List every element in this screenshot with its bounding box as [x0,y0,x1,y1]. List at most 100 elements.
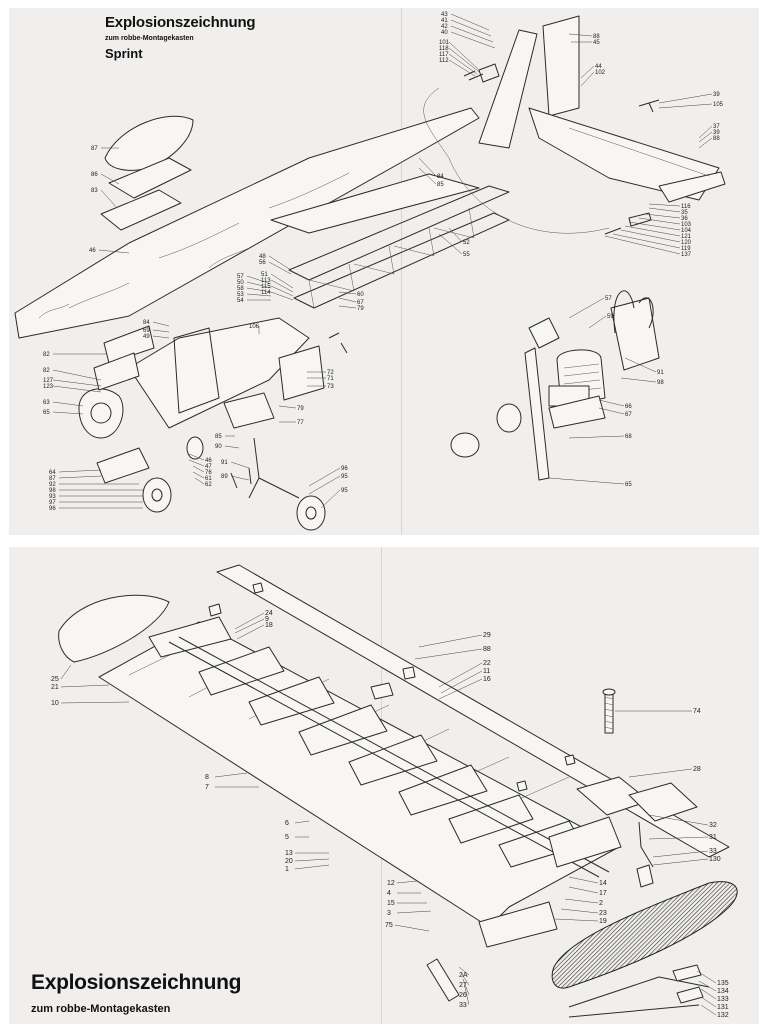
elevator [658,171,726,203]
drawing-title: Explosionszeichnung [105,14,256,31]
part-number-callout: 3 [387,910,391,917]
part-number-callout: 76 [205,470,212,476]
part-number-callout: 21 [51,684,59,691]
callout-leader-line [52,385,102,393]
callout-leader-line [580,71,595,87]
part-number-callout: 98 [657,380,664,386]
main-wheel [296,495,326,531]
glow-plug [528,317,560,349]
callout-leader-line [188,453,205,461]
callout-labels: 4341424010111811711288454410239105373988… [43,12,724,512]
callout-leader-line [194,477,205,485]
callout-leader-line [696,970,717,984]
clevis [672,964,702,982]
callout-leader-line [638,217,681,225]
callout-leader-line [294,858,330,862]
part-number-callout: 25 [51,676,59,683]
part-number-callout: 54 [237,298,244,304]
callout-leader-line [648,203,681,207]
pushrod-wire [423,87,610,234]
part-number-callout: 83 [91,188,98,194]
part-number-callout: 64 [49,470,56,476]
part-number-callout: 57 [237,274,244,280]
part-number-callout: 97 [49,500,56,506]
nose-wheel [142,477,172,513]
part-number-callout: 77 [297,420,304,426]
part-number-callout: 118 [439,46,449,52]
part-number-callout: 2A [459,972,468,979]
callout-leader-line [246,287,272,293]
part-number-callout: 89 [221,474,228,480]
part-number-callout: 127 [43,378,54,384]
callout-leader-line [58,469,102,473]
callout-leader-line [568,435,625,439]
part-number-callout: 79 [357,306,364,312]
callout-leader-line [652,850,709,858]
callout-leader-line [448,227,463,243]
callout-leader-line [448,41,480,71]
fuselage-doubler [103,325,155,364]
callout-leader-line [192,465,205,473]
callout-leader-line [448,47,480,73]
callout-leader-line [628,221,681,231]
part-number-callout: 4 [387,890,391,897]
wing-ribs [148,616,584,868]
part-number-callout: 57 [605,296,612,302]
callout-leader-line [554,918,599,922]
callout-leader-line [598,399,625,407]
callout-leader-line [448,53,478,75]
part-number-callout: 46 [205,458,212,464]
callout-leader-line [700,988,717,1000]
model-name: Sprint [105,46,143,61]
main-landing-gear [248,437,300,499]
part-number-callout: 33 [459,1002,467,1009]
callout-leader-line [152,335,170,339]
callout-leader-line [450,13,490,31]
part-number-callout: 17 [599,890,607,897]
part-number-callout: 52 [463,240,470,246]
callout-leader-line [152,329,170,333]
part-number-callout: 46 [89,248,96,254]
callout-leader-line [460,972,470,986]
part-number-callout: 50 [237,280,244,286]
fuselage-drawing: 4341424010111811711288454410239105373988… [14,12,726,531]
callout-leader-line [52,411,84,415]
callout-leader-line [294,820,310,824]
callout-leader-line [246,281,272,289]
paper-fold-line [401,8,402,535]
part-number-callout: 9 [265,616,269,623]
part-number-callout: 32 [709,822,717,829]
pushrod [568,976,710,1018]
part-number-callout: 1 [285,866,289,873]
callout-leader-line [270,279,294,293]
callout-leader-line [394,924,430,932]
callout-leader-line [624,225,681,237]
canopy-base [100,189,182,231]
part-number-callout: 69 [143,328,150,334]
callout-leader-line [648,836,709,840]
callout-leader-line [98,249,130,254]
fuel-tube [613,290,654,334]
part-number-callout: 8 [205,774,209,781]
callout-leader-line [700,996,717,1008]
rudder [542,15,580,117]
propeller [524,347,550,481]
callout-leader-line [644,213,681,219]
part-number-callout: 22 [483,660,491,667]
part-number-callout: 28 [693,766,701,773]
aileron [478,901,558,948]
part-number-callout: 44 [595,64,602,70]
callout-leader-line [548,477,625,485]
aileron-torque-rod [638,821,654,868]
callout-leader-line [268,255,292,271]
part-number-callout: 92 [49,482,56,488]
part-number-callout: 88 [593,34,600,40]
part-number-callout: 102 [595,70,606,76]
callout-leader-line [152,321,170,327]
part-number-callout: 40 [441,30,448,36]
canopy [104,115,194,171]
part-number-callout: 133 [717,996,729,1003]
callout-leader-line [270,291,294,301]
part-number-callout: 53 [237,292,244,298]
part-number-callout: 23 [599,910,607,917]
